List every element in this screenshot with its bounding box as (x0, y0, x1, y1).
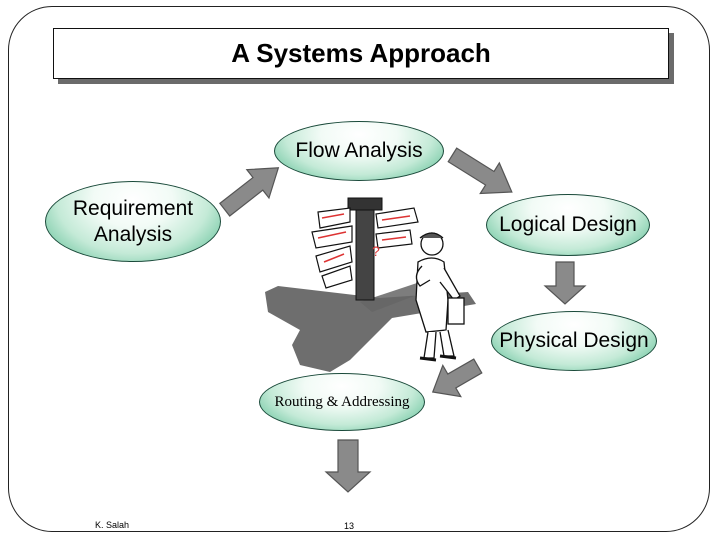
arrow-logical-to-physical (543, 261, 587, 305)
slide-frame (8, 6, 710, 532)
arrow-routing-down (324, 439, 372, 493)
node-physical-design: Physical Design (491, 311, 657, 371)
slide-title: A Systems Approach (231, 38, 491, 68)
title-box: A Systems Approach (53, 28, 669, 79)
signpost-illustration: ? (311, 197, 419, 301)
footer-page-number: 13 (344, 521, 355, 531)
flow-arrows (219, 147, 587, 493)
question-mark-glyph: ? (372, 243, 380, 259)
node-label: Physical Design (499, 329, 649, 353)
node-flow-analysis: Flow Analysis (274, 121, 444, 181)
footer-author: K. Salah (95, 520, 130, 530)
person-illustration (415, 232, 465, 362)
node-logical-design: Logical Design (486, 194, 650, 256)
node-routing-addressing: Routing & Addressing (259, 373, 425, 431)
node-label: Requirement Analysis (72, 197, 194, 246)
arrow-physical-to-routing (431, 358, 483, 398)
arrow-flow-to-logical (447, 147, 513, 195)
node-label: Logical Design (499, 213, 637, 237)
node-label: Routing & Addressing (274, 394, 410, 410)
arrow-requirement-to-flow (219, 167, 280, 217)
node-requirement-analysis: Requirement Analysis (45, 181, 221, 262)
node-label: Flow Analysis (295, 139, 423, 163)
